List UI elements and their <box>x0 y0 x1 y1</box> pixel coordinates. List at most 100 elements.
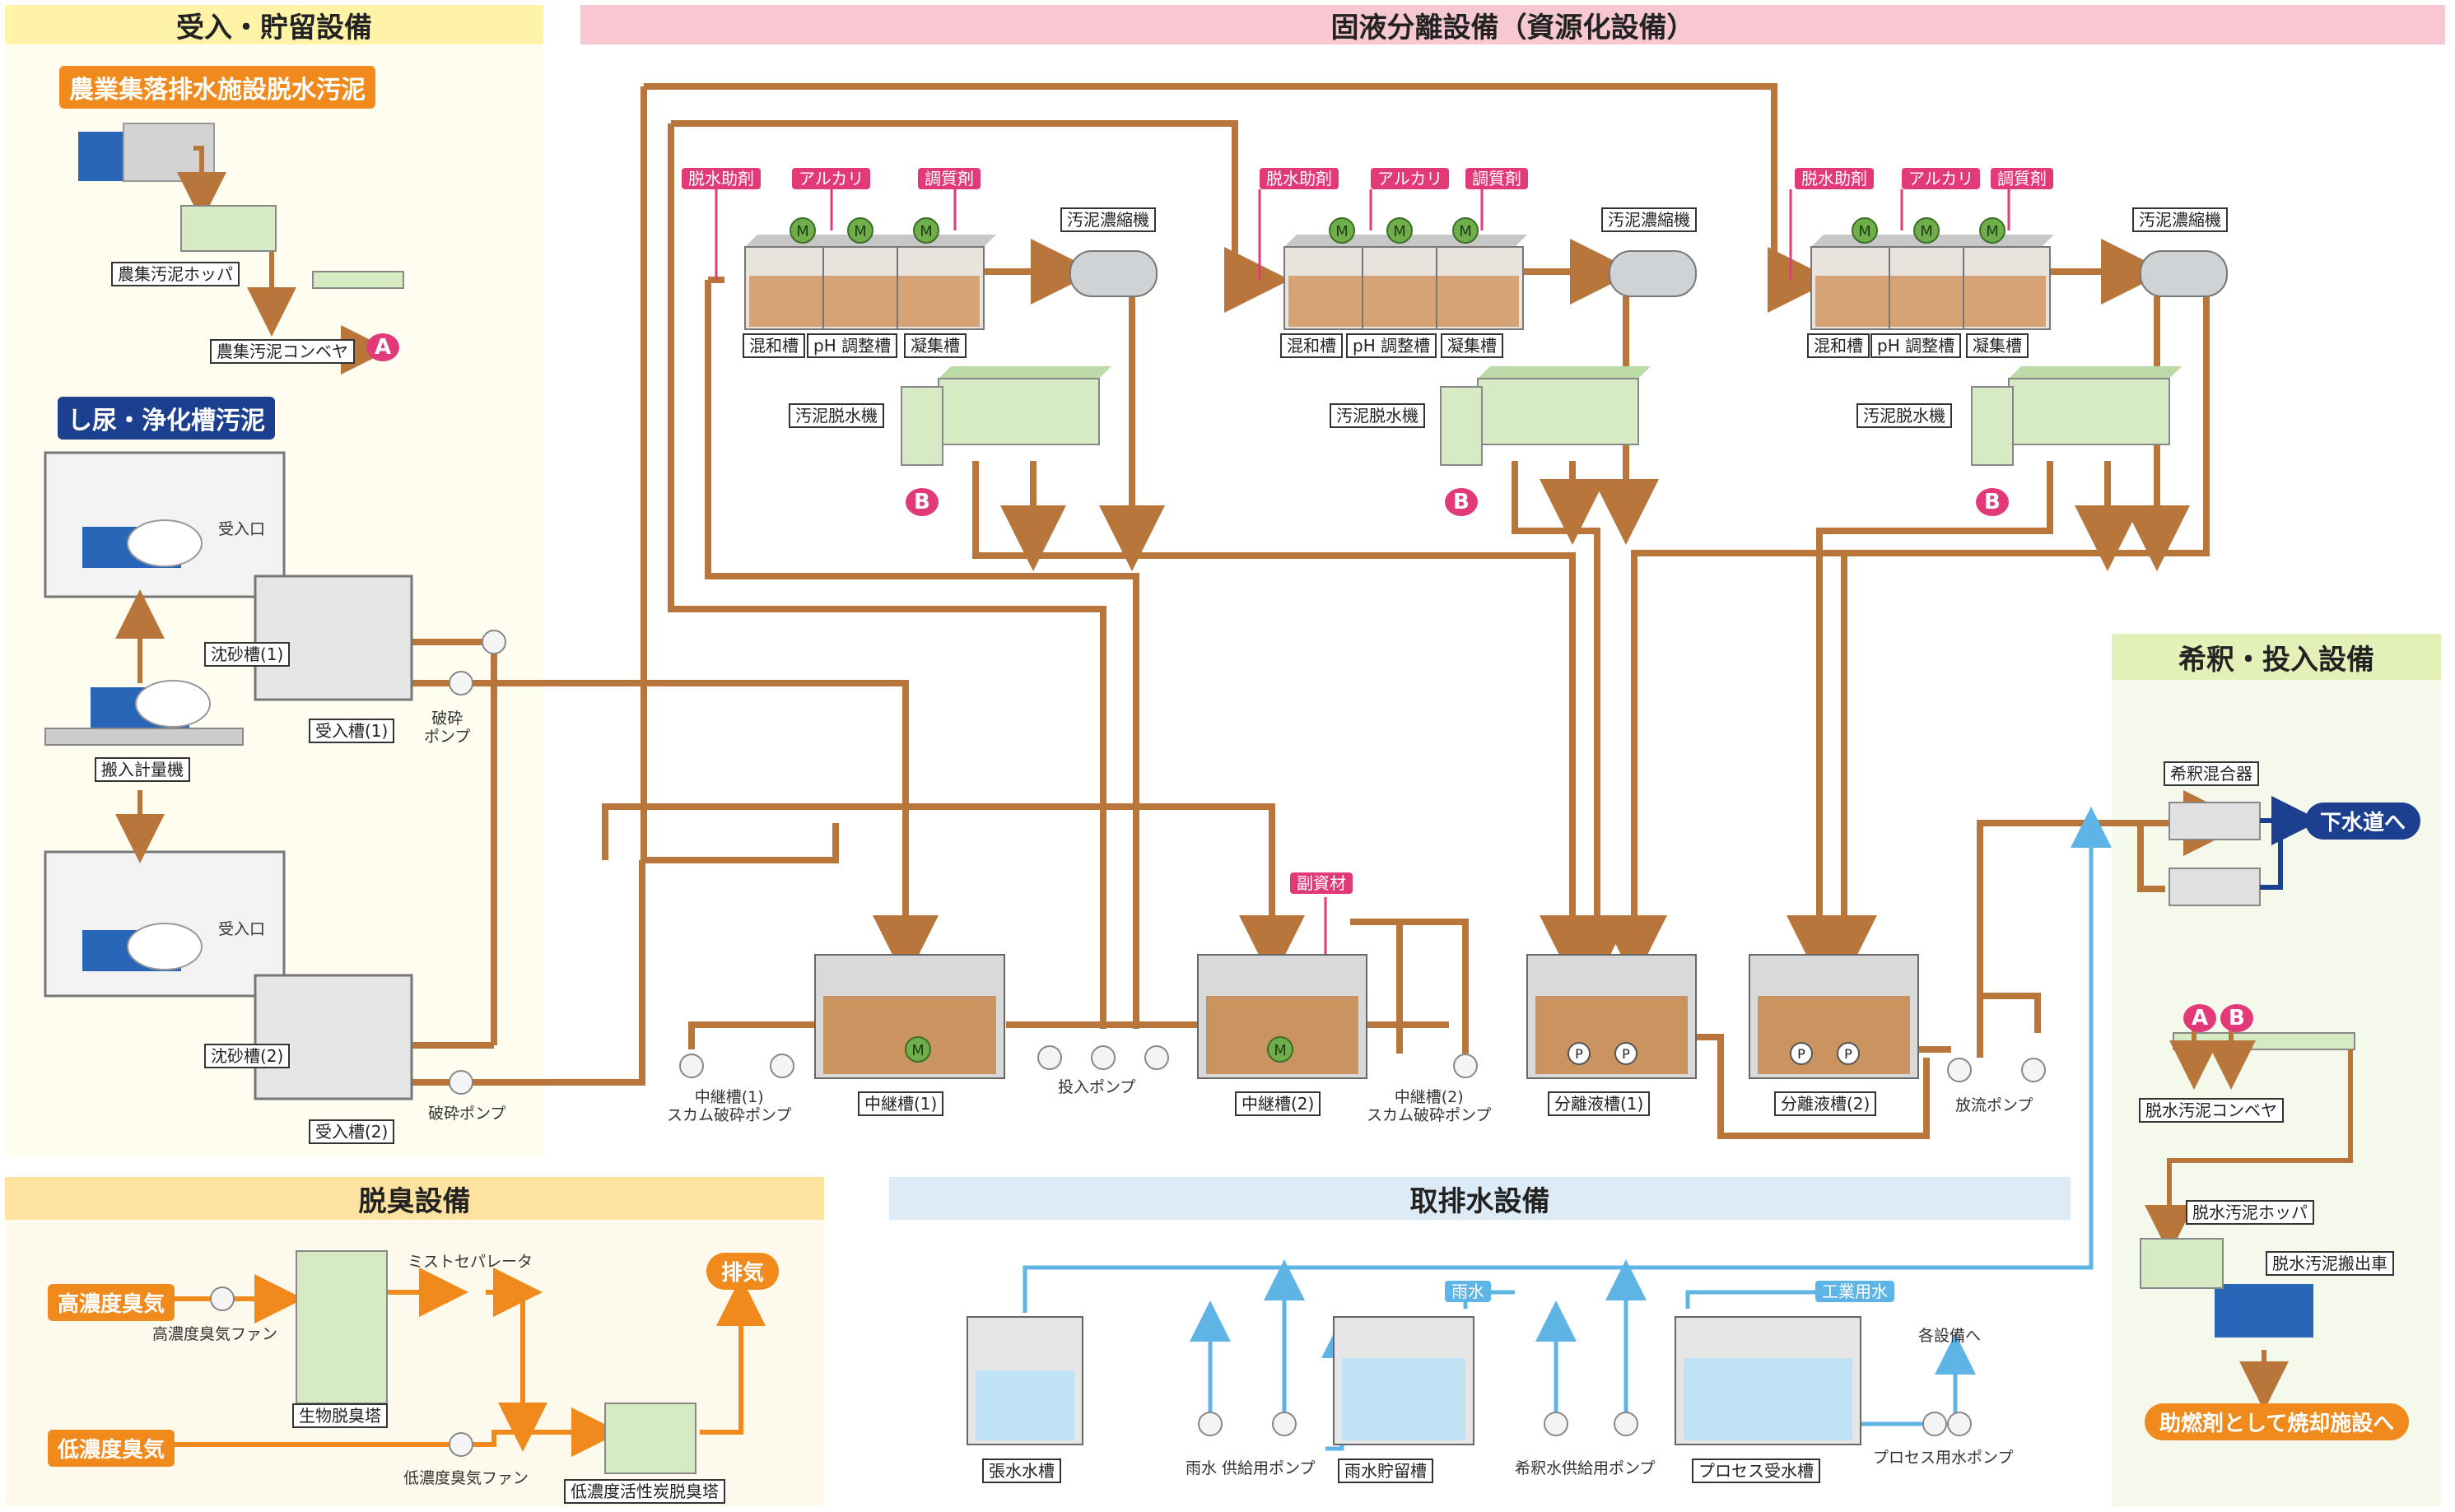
pump-16 <box>1544 1412 1568 1436</box>
pump-18 <box>1922 1412 1947 1436</box>
grit-tank-1-label: 沈砂槽(1) <box>204 642 291 667</box>
scum-pump-1-label: 中継槽(1) スカム破砕ポンプ <box>667 1088 792 1124</box>
tanker-truck-2 <box>91 680 211 728</box>
process-tank <box>1675 1316 1861 1445</box>
dilution-header-bar <box>2112 634 2441 680</box>
motor-letter-10: M <box>911 1042 925 1059</box>
alkali-tag-2: アルカリ <box>1371 168 1450 189</box>
section-deodor-title: 脱臭設備 <box>358 1184 471 1218</box>
cargo-truck <box>78 123 215 182</box>
sludge-pipes <box>395 83 2249 1139</box>
mixing-tanks-1 <box>744 235 996 330</box>
receiving-header-bar <box>5 5 543 44</box>
separation-tank-2-label: 分離液槽(2) <box>1774 1091 1877 1116</box>
conditioner-tag-3: 調質剤 <box>1991 168 2053 189</box>
tanker-truck-1 <box>82 519 203 568</box>
sep-pump-letter-4: P <box>1844 1046 1852 1062</box>
mixing-tanks-3 <box>1810 235 2054 330</box>
exhaust-tag: 排気 <box>706 1253 780 1290</box>
motor-letter-3: M <box>920 223 933 240</box>
pump-2 <box>449 671 473 696</box>
conditioner-tag-2: 調質剤 <box>1465 168 1528 189</box>
separation-tank-1-label: 分離液槽(1) <box>1548 1091 1651 1116</box>
thickener-3-label: 汚泥濃縮機 <box>2132 207 2228 232</box>
motor-1 <box>790 217 816 244</box>
motor-5 <box>1386 217 1413 244</box>
farm-conveyor-label: 農集汚泥コンベヤ <box>210 339 355 364</box>
separation-tank-2 <box>1749 954 1919 1079</box>
relay-tank-2-label: 中継槽(2) <box>1235 1091 1321 1116</box>
water-section-bg <box>889 1177 2071 1506</box>
farm-hopper-equipment <box>180 205 404 289</box>
pump-14 <box>1198 1412 1223 1436</box>
pump-10 <box>1947 1058 1972 1082</box>
cake-hopper-label: 脱水汚泥ホッパ <box>2186 1200 2314 1225</box>
discharge-pump-label: 放流ポンプ <box>1955 1096 2033 1114</box>
pump-11 <box>2021 1058 2046 1082</box>
dewater-aid-tag-3: 脱水助剤 <box>1795 168 1874 189</box>
dewaterer-2 <box>1440 366 1651 466</box>
scale-label: 搬入計量機 <box>95 757 190 782</box>
marker-b-3: B <box>1976 488 2009 516</box>
motor-2 <box>847 217 873 244</box>
floc-tank-1-label: 凝集槽 <box>904 333 967 358</box>
bio-tower <box>296 1250 388 1404</box>
separation-header-bar <box>580 5 2445 44</box>
grit-tank-2-label: 沈砂槽(2) <box>204 1044 291 1068</box>
receiving-tank-1-label: 受入槽(1) <box>309 719 395 743</box>
dewaterer-3-label: 汚泥脱水機 <box>1856 403 1952 428</box>
marker-b-4: B <box>2220 1004 2253 1032</box>
pump-3 <box>449 1070 473 1095</box>
cake-lines <box>2145 1025 2353 1411</box>
motor-7 <box>1852 217 1878 244</box>
mix-tank-1-label: 混和槽 <box>743 333 805 358</box>
farm-sludge-tag: 農業集落排水施設脱水汚泥 <box>59 66 375 109</box>
pump-6 <box>1037 1045 1062 1070</box>
pump-17 <box>1614 1412 1638 1436</box>
ph-tank-1-label: pH 調整槽 <box>807 333 898 358</box>
receiving-tank-2-label: 受入槽(2) <box>309 1119 395 1144</box>
rain-tag: 雨水 <box>1445 1281 1491 1302</box>
thickener-1 <box>1069 250 1158 297</box>
rain-tank <box>1333 1316 1474 1445</box>
motor-11 <box>1267 1036 1293 1063</box>
section-water-title: 取排水設備 <box>1409 1184 1550 1218</box>
motor-letter-6: M <box>1459 223 1472 240</box>
sep-pump-2 <box>1614 1042 1637 1065</box>
separation-tank-1 <box>1526 954 1697 1079</box>
dilution-lines <box>2260 796 2321 890</box>
motor-letter-9: M <box>1986 223 1999 240</box>
rain-pump-label: 雨水 供給用ポンプ <box>1186 1459 1316 1477</box>
motor-6 <box>1452 217 1479 244</box>
scum-pump-2-label: 中継槽(2) スカム破砕ポンプ <box>1367 1088 1492 1124</box>
sep-pump-letter-1: P <box>1575 1046 1583 1062</box>
dilution-mixer-label: 希釈混合器 <box>2164 761 2259 786</box>
pump-15 <box>1272 1412 1297 1436</box>
high-odor-tag: 高濃度臭気 <box>48 1284 175 1321</box>
mist-separator-label: ミストセパレータ <box>408 1253 533 1271</box>
sep-pump-3 <box>1790 1042 1813 1065</box>
thickener-1-label: 汚泥濃縮機 <box>1060 207 1156 232</box>
motor-letter-7: M <box>1858 223 1871 240</box>
cake-conveyor-label: 脱水汚泥コンベヤ <box>2139 1098 2284 1123</box>
pump-4 <box>679 1054 704 1078</box>
cake-truck <box>2140 1238 2313 1338</box>
ph-tank-3-label: pH 調整槽 <box>1870 333 1962 358</box>
pump-7 <box>1091 1045 1116 1070</box>
deodor-header-bar <box>5 1177 824 1220</box>
thickener-2 <box>1609 250 1697 297</box>
marker-b-1: B <box>906 488 939 516</box>
low-fan-label: 低濃度臭気ファン <box>403 1469 529 1487</box>
crush-pump-1-label: 破砕 ポンプ <box>424 709 471 746</box>
farm-hopper-label: 農集汚泥ホッパ <box>111 262 240 286</box>
rain-tank-label: 雨水貯留槽 <box>1338 1458 1433 1483</box>
motor-4 <box>1329 217 1355 244</box>
to-each-facility-label: 各設備へ <box>1918 1327 1982 1345</box>
motor-letter-4: M <box>1335 223 1349 240</box>
dewaterer-1 <box>901 366 1111 466</box>
process-tank-label: プロセス受水槽 <box>1692 1458 1820 1483</box>
low-odor-tag: 低濃度臭気 <box>48 1430 175 1467</box>
alkali-tag-1: アルカリ <box>792 168 871 189</box>
relay-tank-1-label: 中継槽(1) <box>858 1091 944 1116</box>
